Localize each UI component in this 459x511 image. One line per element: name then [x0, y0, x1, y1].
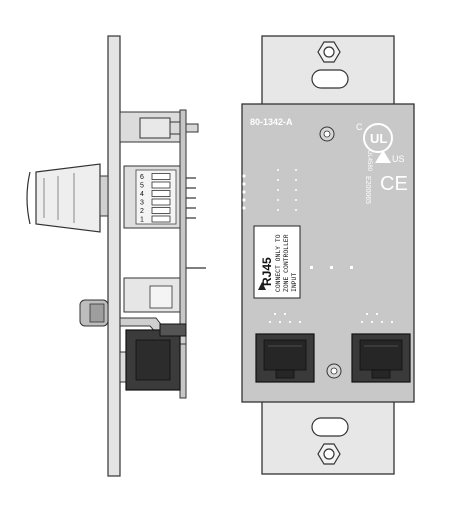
dip-switch-number: 5 [140, 183, 144, 190]
side-circuit-board [179, 109, 187, 399]
ce-mark: CE [380, 173, 408, 195]
rj45-jack-right [351, 333, 411, 383]
warning-triangle-icon [258, 282, 266, 290]
warning-triangle-small [375, 150, 391, 163]
dip-switch-lever [151, 190, 171, 197]
dip-switch-block: 1 23 45 6 [123, 165, 181, 229]
dip-switch-lever [151, 207, 171, 214]
ul-mark-text: UL [370, 131, 387, 146]
rcm-code: E200065 [364, 176, 371, 204]
side-screw [79, 299, 109, 327]
top-mount-screw [317, 41, 341, 63]
dip-switch-number: 3 [140, 200, 144, 207]
cert-marks: UL C US UL4580 CE E200065 [356, 122, 408, 204]
rj45-jack-left [255, 333, 315, 383]
dip-switch-number: 2 [140, 208, 144, 215]
bottom-mount-screw [317, 443, 341, 465]
ul-c-text: C [356, 122, 363, 132]
warning-line-3: INPUT [291, 273, 298, 292]
top-mount-slot [311, 69, 349, 89]
dip-switch-number: 6 [140, 174, 144, 181]
dip-switch-lever [151, 181, 171, 189]
dip-switch-lever [151, 173, 171, 180]
board-hole-bottom [326, 363, 342, 379]
board-pins [186, 177, 206, 269]
dip-switch-lever [151, 215, 171, 223]
side-wall-plate [107, 35, 121, 477]
dip-switch-lever [151, 198, 171, 206]
side-view: 1 23 45 6 [26, 35, 206, 477]
side-small-connector [123, 277, 181, 313]
front-view: 80-1342-A UL C US UL4580 CE E200065 [241, 35, 415, 475]
rj45-title: RJ45 [260, 257, 274, 286]
side-rj45-jack [125, 323, 187, 391]
rj45-label: RJ45 CONNECT ONLY TO ZONE CONTROLLER INP… [253, 225, 301, 299]
solder-pads [242, 169, 394, 324]
ul-us-text: US [392, 154, 405, 164]
dip-switch-number: 1 [140, 217, 144, 224]
dip-switch-number: 4 [140, 191, 144, 198]
warning-line-1: CONNECT ONLY TO [275, 234, 282, 292]
board-hole-top [319, 126, 335, 142]
top-connector [139, 117, 199, 139]
part-number: 80-1342-A [250, 117, 293, 127]
warning-line-2: ZONE CONTROLLER [283, 234, 290, 292]
ul-file-number: UL4580 [366, 150, 372, 172]
side-knob [26, 163, 109, 233]
bottom-mount-slot [311, 417, 349, 437]
ul-mark [363, 123, 393, 153]
